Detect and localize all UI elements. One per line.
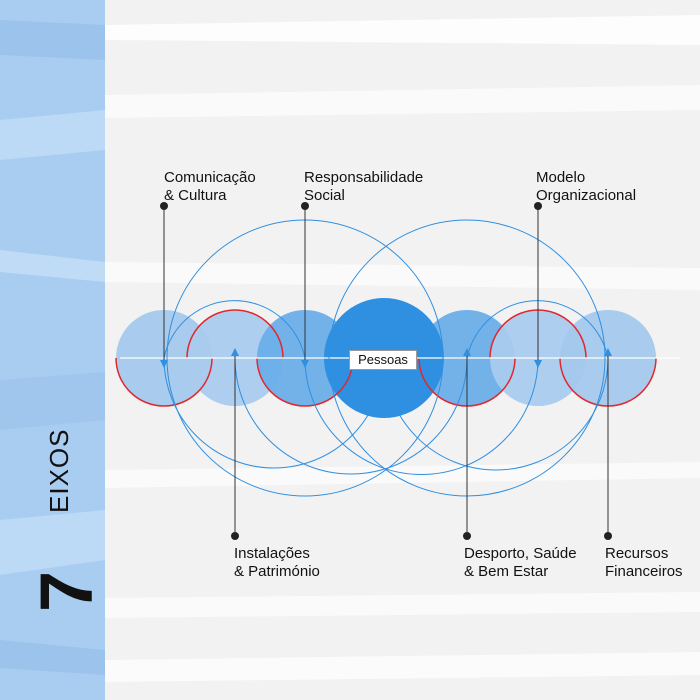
axis-label-responsabilidade: Responsabilidade Social: [304, 169, 423, 205]
axis-label-line2: Social: [304, 187, 345, 204]
axis-label-line1: Recursos: [605, 545, 669, 562]
side-number: 7: [25, 570, 108, 612]
axis-label-line1: Desporto, Saúde: [464, 545, 577, 562]
axis-label-recursos: Recursos Financeiros: [605, 545, 683, 581]
axis-label-comunicacao: Comunicação & Cultura: [164, 169, 256, 205]
axis-label-instalacoes: Instalações & Património: [234, 545, 320, 581]
axis-label-line2: Organizacional: [536, 187, 637, 204]
red-arcs: [115, 309, 657, 407]
axis-label-line1: Comunicação: [164, 169, 256, 186]
side-word: EIXOS: [44, 428, 74, 513]
axis-label-line1: Responsabilidade: [304, 169, 424, 186]
axis-label-line2: & Bem Estar: [464, 563, 549, 580]
axis-label-modelo: Modelo Organizacional: [536, 169, 636, 205]
center-label: Pessoas: [349, 350, 417, 370]
axis-label-desporto: Desporto, Saúde & Bem Estar: [464, 545, 577, 581]
sidebar-band: [0, 0, 105, 700]
arrow-heads: [160, 348, 612, 368]
axis-label-line1: Instalações: [234, 545, 310, 562]
axis-label-line1: Modelo: [536, 169, 586, 186]
leader-lines: [163, 206, 609, 536]
axis-label-line2: Financeiros: [605, 563, 683, 580]
leader-dots: [160, 202, 612, 540]
axis-label-line2: & Património: [234, 563, 320, 580]
axis-label-line2: & Cultura: [164, 187, 227, 204]
